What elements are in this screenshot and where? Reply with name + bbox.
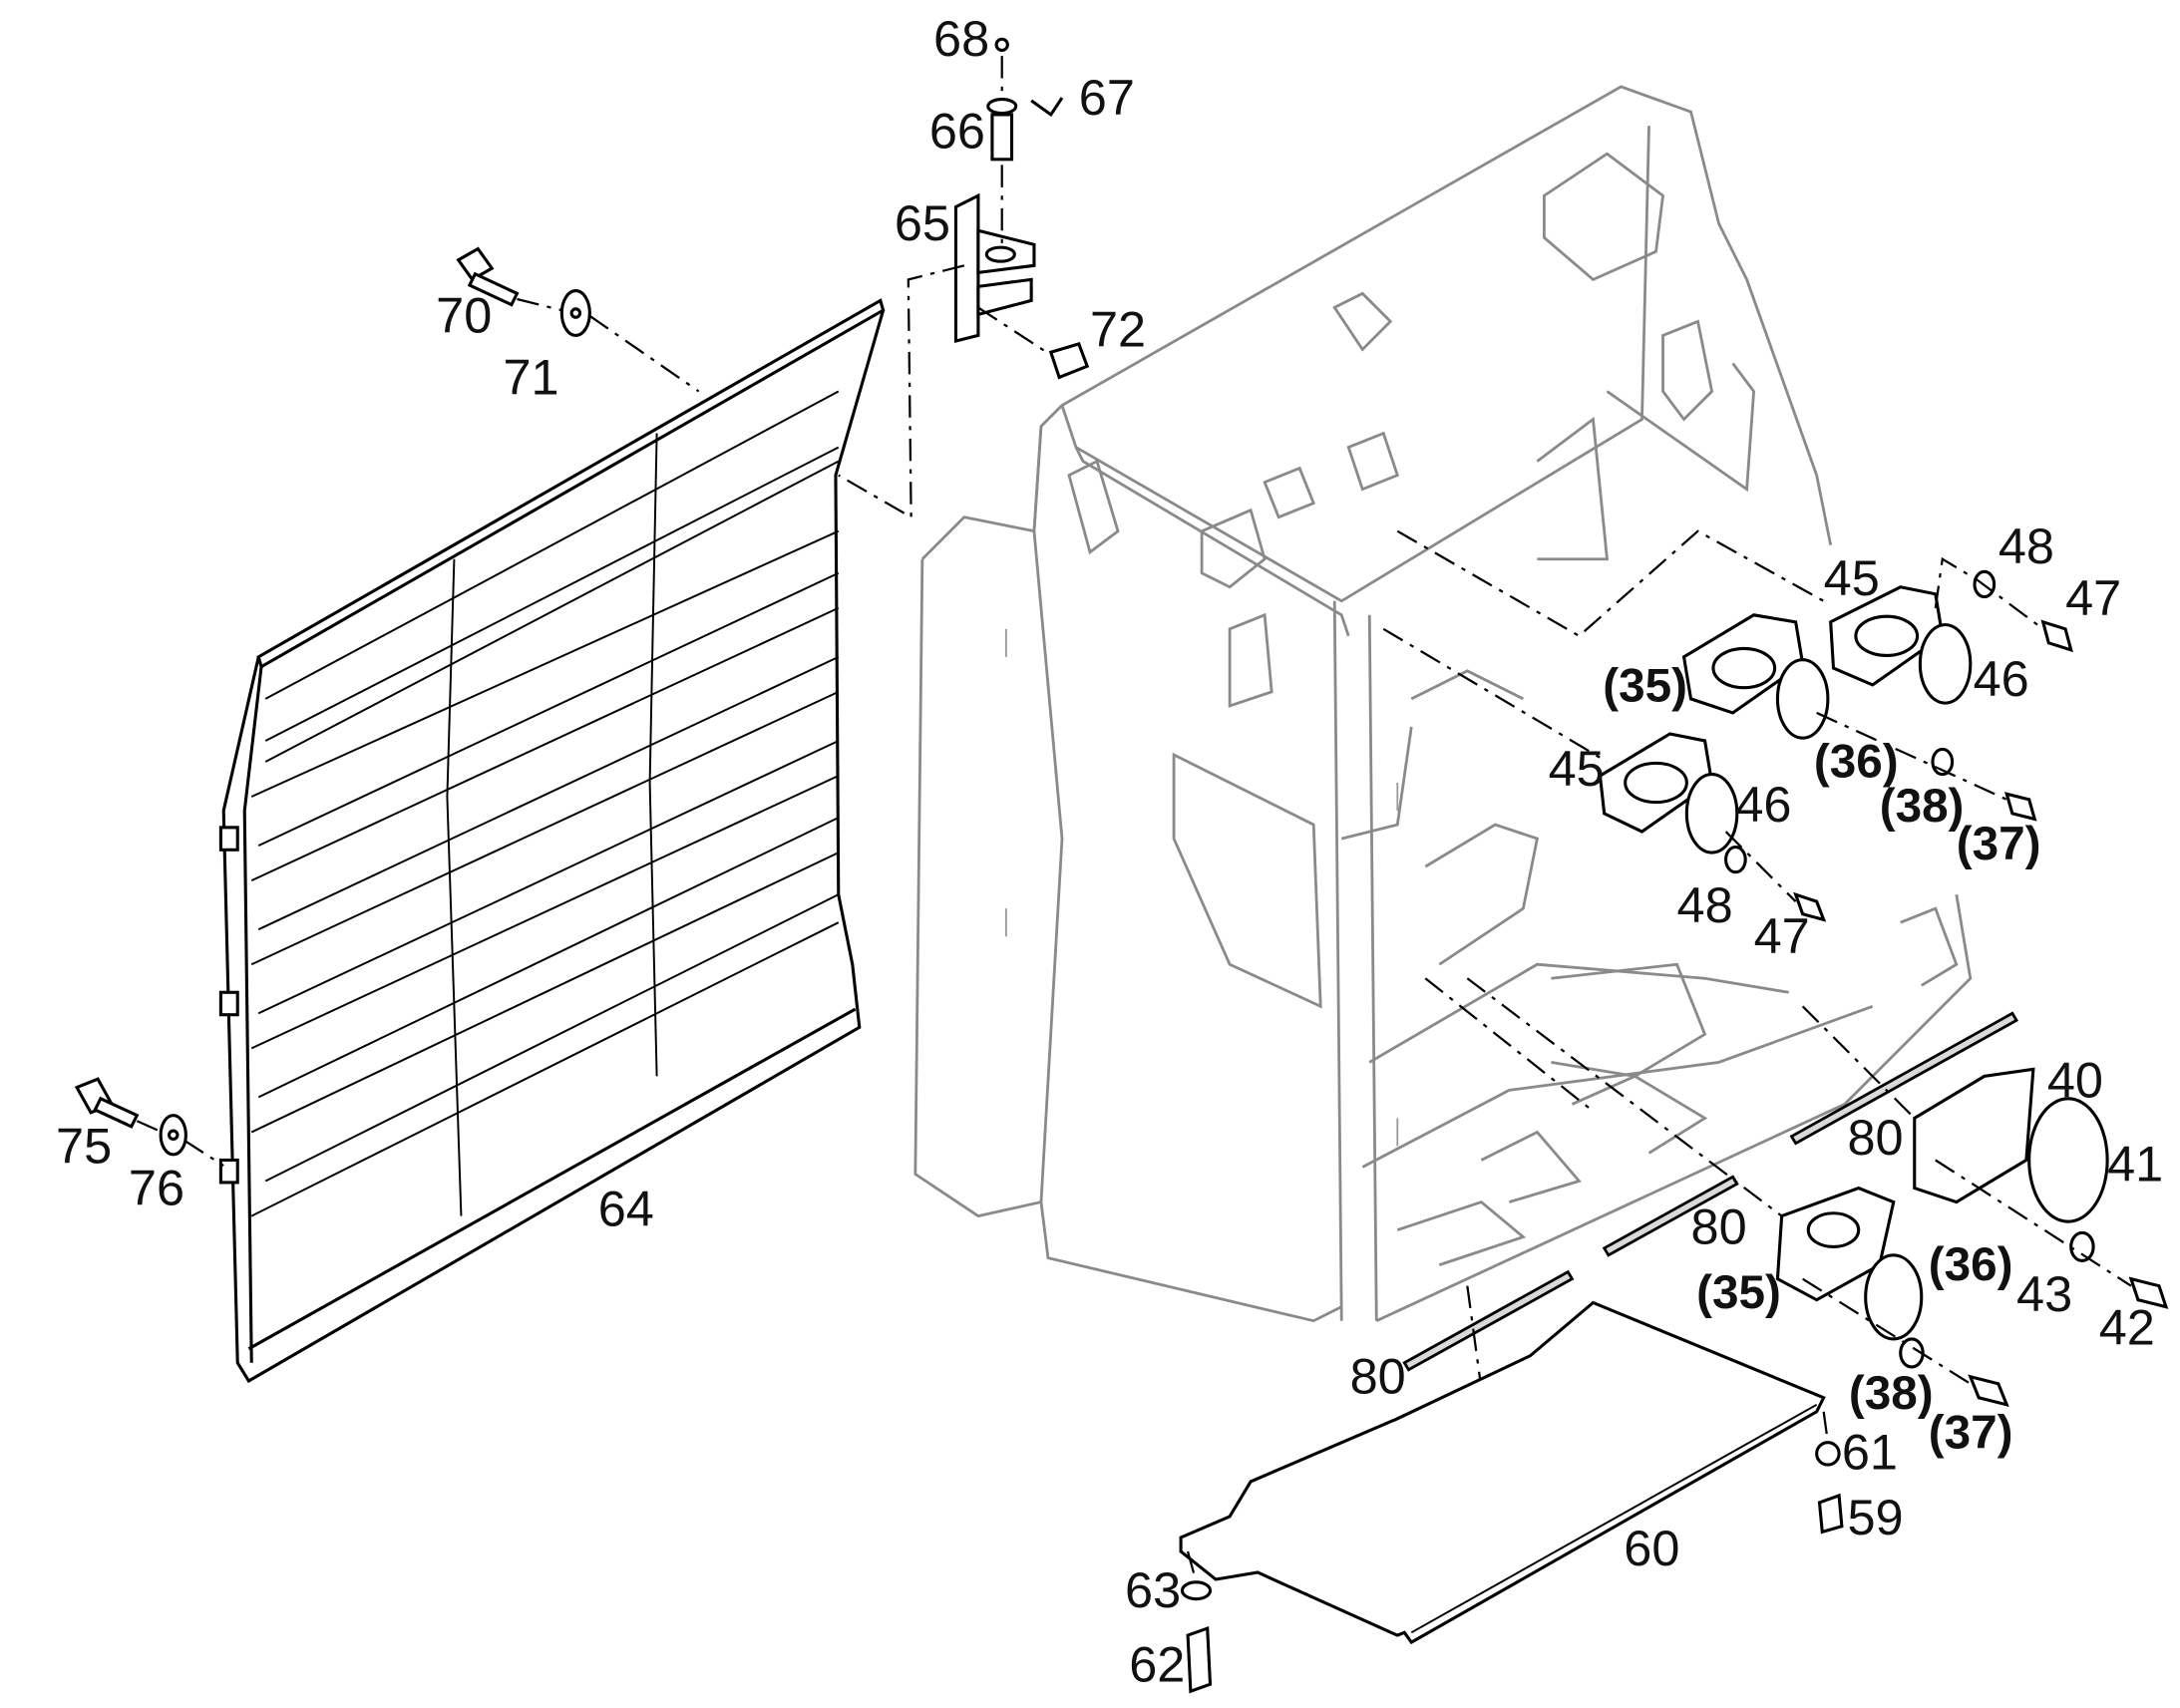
label-61: 61 [1842,1423,1898,1480]
label-43: 43 [2016,1265,2072,1322]
label-65: 65 [895,194,950,251]
label-36-low: (36) [1929,1238,2013,1291]
label-47-mid: 47 [1754,907,1810,964]
label-71: 71 [503,348,558,405]
label-80-mid: 80 [1691,1198,1747,1255]
label-37-low: (37) [1929,1406,2013,1459]
label-80-right: 80 [1847,1109,1903,1166]
label-48-top: 48 [1998,517,2054,574]
label-75: 75 [56,1117,112,1174]
grille-panel [218,298,886,1384]
lower-flanges-and-strips [1402,977,2169,1441]
label-36-top: (36) [1814,735,1899,788]
grille-fasteners [74,246,700,1168]
main-frame [913,85,1973,1323]
label-37-top: (37) [1957,818,2041,870]
label-66: 66 [929,103,985,160]
label-64: 64 [598,1180,654,1236]
label-45-mid: 45 [1549,740,1605,797]
bearing-flanges [1382,529,2073,922]
label-47-top: 47 [2065,569,2121,626]
label-76: 76 [129,1159,184,1215]
label-38-low: (38) [1849,1367,1934,1420]
label-70: 70 [436,287,492,344]
label-38-top: (38) [1880,780,1965,833]
label-67: 67 [1079,69,1135,126]
label-68: 68 [933,10,989,67]
label-48-mid: 48 [1677,876,1733,933]
hinge-assembly [838,37,1090,519]
label-46-top: 46 [1974,650,2029,707]
callout-labels: 68 67 66 65 72 70 71 64 75 76 48 47 45 4… [56,10,2163,1692]
label-35-low: (35) [1696,1266,1781,1319]
label-80-left: 80 [1350,1348,1406,1405]
label-40: 40 [2047,1051,2103,1108]
label-62: 62 [1129,1635,1185,1692]
label-46-mid: 46 [1735,776,1791,833]
label-72: 72 [1090,301,1146,358]
label-45-top: 45 [1824,549,1880,606]
bottom-plate [1179,1300,1844,1694]
label-63: 63 [1125,1561,1181,1618]
grille-slats [250,390,840,1217]
label-59: 59 [1847,1489,1903,1545]
label-41: 41 [2107,1136,2163,1193]
label-60: 60 [1624,1520,1679,1576]
label-42: 42 [2099,1299,2155,1356]
label-35-top: (35) [1603,660,1687,713]
